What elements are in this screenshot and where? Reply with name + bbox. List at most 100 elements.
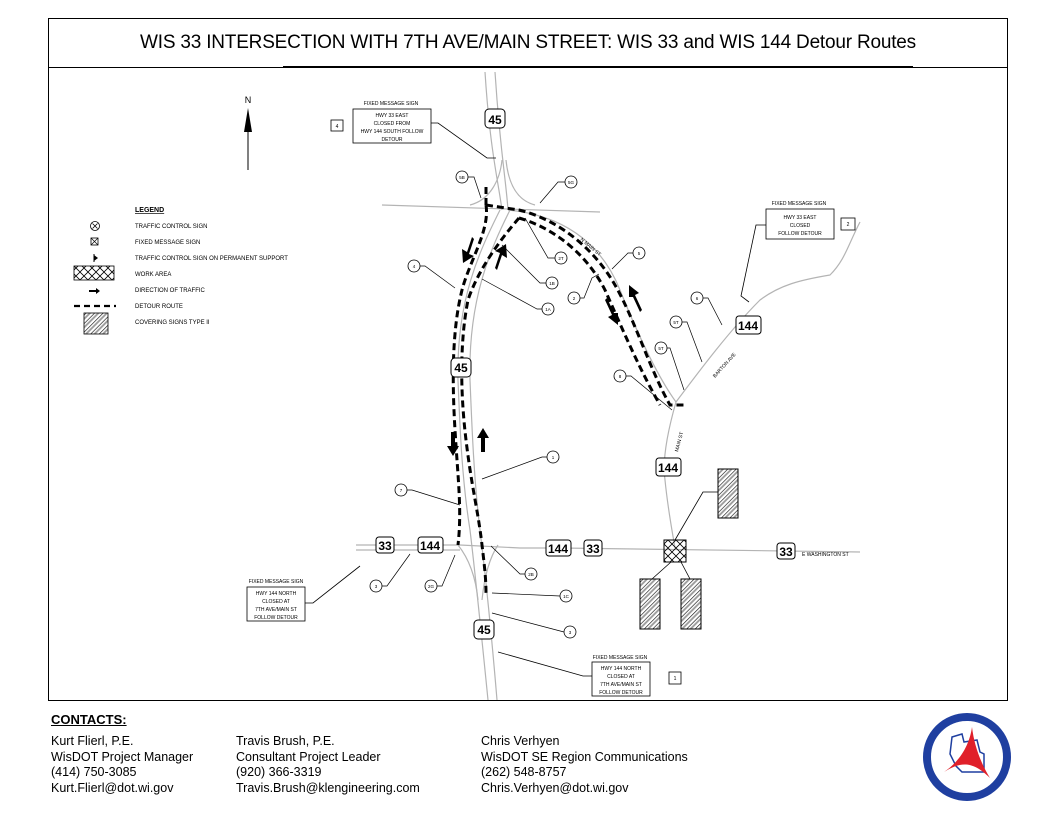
svg-text:FOLLOW DETOUR: FOLLOW DETOUR	[778, 231, 822, 237]
traffic-sign-8: 8	[613, 369, 673, 411]
traffic-sign-1c: 1C	[491, 589, 573, 603]
svg-text:DIRECTION OF TRAFFIC: DIRECTION OF TRAFFIC	[135, 288, 206, 294]
legend-item-permanent-support: TRAFFIC CONTROL SIGN ON PERMANENT SUPPOR…	[93, 254, 288, 262]
direction-arrow-icon	[89, 288, 100, 294]
legend-item-direction: DIRECTION OF TRAFFIC	[89, 288, 206, 294]
svg-text:5G: 5G	[568, 180, 575, 185]
svg-text:7: 7	[400, 488, 403, 493]
svg-text:2T: 2T	[558, 256, 564, 261]
traffic-sign-4: 4	[407, 259, 456, 289]
svg-text:TRAFFIC CONTROL SIGN: TRAFFIC CONTROL SIGN	[135, 224, 207, 230]
wis33-shield-east: 33	[583, 539, 603, 557]
title-underline	[283, 66, 913, 68]
svg-text:HWY 33 EAST: HWY 33 EAST	[784, 215, 817, 221]
svg-text:CLOSED FROM: CLOSED FROM	[374, 121, 411, 127]
svg-text:CLOSED AT: CLOSED AT	[262, 599, 290, 605]
traffic-sign-2g: 2G	[424, 554, 456, 593]
contact-role: Consultant Project Leader	[236, 749, 381, 764]
svg-text:45: 45	[454, 361, 468, 375]
page-title: WIS 33 INTERSECTION WITH 7TH AVE/MAIN ST…	[140, 32, 916, 53]
detour-route	[451, 185, 684, 596]
fixed-message-sign-3[interactable]: FIXED MESSAGE SIGN HWY 144 NORTH CLOSED …	[246, 565, 361, 622]
traffic-sign-5t-b: 5T	[654, 341, 685, 391]
svg-text:8: 8	[619, 374, 622, 379]
direction-arrow-icon	[462, 237, 474, 263]
contact-role: WisDOT Project Manager	[51, 749, 194, 764]
contact-phone[interactable]: (414) 750-3085	[51, 765, 137, 779]
legend-heading: LEGEND	[135, 207, 164, 214]
contacts-heading: CONTACTS:	[51, 712, 127, 727]
svg-text:FOLLOW DETOUR: FOLLOW DETOUR	[599, 690, 643, 696]
contact-role: WisDOT SE Region Communications	[481, 749, 688, 764]
roads	[356, 71, 861, 701]
fixed-message-sign-4[interactable]: FIXED MESSAGE SIGN HWY 33 EAST CLOSED FR…	[330, 101, 496, 159]
wis33-shield-west: 33	[375, 536, 395, 554]
contact-kurt-flierl: Kurt Flierl, P.E. WisDOT Project Manager…	[51, 734, 193, 796]
covering-signs	[639, 468, 739, 630]
traffic-sign-2t: 2T	[524, 217, 568, 265]
contact-chris-verhyen: Chris Verhyen WisDOT SE Region Communica…	[481, 734, 688, 796]
traffic-sign-3-south: 3	[491, 612, 577, 639]
svg-text:COVERING SIGNS TYPE II: COVERING SIGNS TYPE II	[135, 320, 210, 326]
svg-text:5T: 5T	[673, 320, 679, 325]
svg-text:5B: 5B	[459, 175, 465, 180]
contact-name: Chris Verhyen	[481, 734, 560, 748]
svg-text:TRAFFIC CONTROL SIGN ON PERMAN: TRAFFIC CONTROL SIGN ON PERMANENT SUPPOR…	[135, 256, 288, 262]
traffic-sign-2b: 2B	[490, 545, 538, 581]
svg-text:144: 144	[738, 319, 758, 333]
svg-text:1C: 1C	[563, 594, 570, 599]
fixed-message-sign-1[interactable]: FIXED MESSAGE SIGN HWY 144 NORTH CLOSED …	[497, 651, 682, 697]
north-label: N	[245, 95, 252, 105]
us45-shield-south: 45	[473, 619, 495, 640]
direction-arrow-icon	[629, 285, 642, 312]
svg-text:FIXED MESSAGE SIGN: FIXED MESSAGE SIGN	[593, 655, 648, 661]
legend: LEGEND TRAFFIC CONTROL SIGN FIXED MESSAG…	[73, 207, 288, 335]
legend-item-detour-route: DETOUR ROUTE	[74, 304, 183, 310]
svg-text:6: 6	[696, 296, 699, 301]
svg-text:45: 45	[477, 623, 491, 637]
traffic-sign-3-west: 3	[369, 553, 411, 593]
traffic-sign-5: 5	[611, 246, 646, 270]
street-label-barton-ave: BARTON AVE	[712, 351, 738, 379]
traffic-sign-5t-a: 5T	[669, 315, 703, 363]
permanent-support-sign-icon	[94, 255, 98, 261]
contact-name: Kurt Flierl, P.E.	[51, 734, 134, 748]
wisdot-logo: WISCONSIN DEPARTMENT OF TRANSPORTATION	[923, 713, 1011, 801]
route-shields: 45 45 45 144 144 33 144 144 33 33	[375, 108, 796, 640]
svg-text:1A: 1A	[545, 307, 551, 312]
traffic-sign-6: 6	[690, 291, 723, 326]
traffic-signs: 5B 5G 4 2T 1B 1A 2 5 6 5T 5T 8 1 7 3 2G …	[369, 170, 723, 639]
street-label-n-main-st: N MAIN ST	[579, 237, 602, 258]
svg-text:33: 33	[779, 545, 793, 559]
contact-phone[interactable]: (262) 548-8757	[481, 765, 567, 779]
wis144-shield-east: 144	[545, 539, 572, 557]
direction-arrow-icon	[447, 432, 459, 456]
title-bar: WIS 33 INTERSECTION WITH 7TH AVE/MAIN ST…	[48, 18, 1008, 68]
contact-phone[interactable]: (920) 366-3319	[236, 765, 322, 779]
svg-text:45: 45	[488, 113, 502, 127]
detour-map: N	[73, 71, 861, 701]
wis144-shield-barton: 144	[735, 315, 762, 335]
contact-email[interactable]: Chris.Verhyen@dot.wi.gov	[481, 780, 629, 795]
svg-text:3: 3	[569, 630, 572, 635]
svg-text:FIXED MESSAGE SIGN: FIXED MESSAGE SIGN	[364, 101, 419, 107]
contact-email[interactable]: Travis.Brush@klengineering.com	[236, 780, 420, 795]
north-arrow: N	[244, 95, 252, 170]
svg-text:33: 33	[378, 539, 392, 553]
direction-arrow-icon	[605, 298, 618, 325]
svg-text:1: 1	[552, 455, 555, 460]
fixed-message-sign-2[interactable]: FIXED MESSAGE SIGN HWY 33 EAST CLOSED FO…	[740, 201, 856, 303]
us45-shield-north: 45	[484, 108, 506, 129]
svg-text:2G: 2G	[428, 584, 435, 589]
traffic-sign-1: 1	[481, 450, 560, 480]
wis33-shield-far-east: 33	[776, 542, 796, 560]
svg-text:4: 4	[413, 264, 416, 269]
svg-text:5: 5	[638, 251, 641, 256]
direction-arrow-icon	[477, 428, 489, 452]
covering-sign-icon	[639, 578, 661, 630]
wis144-shield-main: 144	[655, 457, 682, 477]
contact-email[interactable]: Kurt.Flierl@dot.wi.gov	[51, 780, 174, 795]
traffic-sign-5g: 5G	[539, 175, 578, 204]
svg-text:WORK AREA: WORK AREA	[135, 272, 171, 278]
svg-text:DETOUR: DETOUR	[381, 137, 402, 143]
